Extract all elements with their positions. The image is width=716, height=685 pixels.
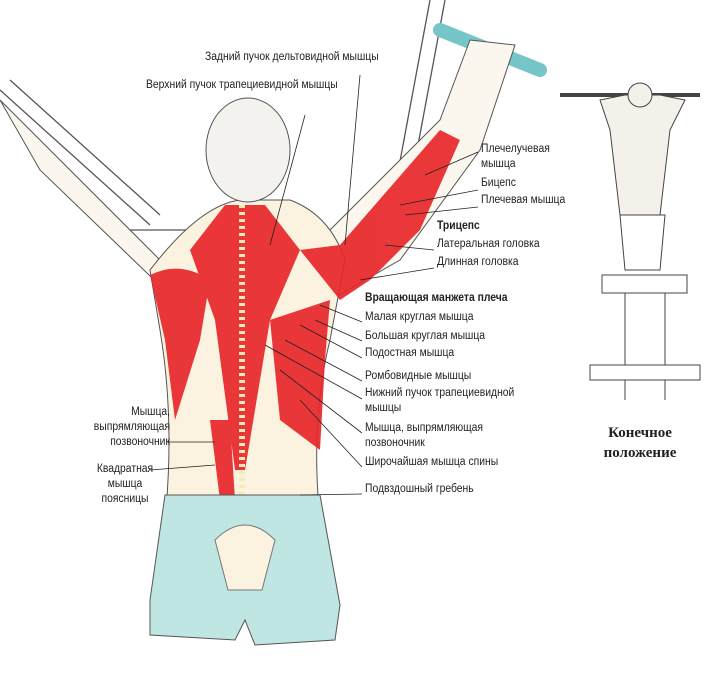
label-lower-trap-1: Нижний пучок трапециевидной <box>365 387 515 399</box>
label-brachioradialis-2: мышца <box>481 158 516 170</box>
label-quadratus-3: поясницы <box>101 493 149 505</box>
head <box>205 97 291 203</box>
label-long-head: Длинная головка <box>437 256 519 268</box>
label-erector-right-2: позвоночник <box>365 437 425 449</box>
label-brachialis: Плечевая мышца <box>481 194 566 206</box>
label-lats: Широчайшая мышца спины <box>365 456 499 468</box>
label-quadratus-2: мышца <box>107 478 143 490</box>
final-position-figure <box>560 82 701 400</box>
label-rhomboids: Ромбовидные мышцы <box>365 370 472 382</box>
caption-line-1: Конечное <box>608 425 672 441</box>
muscles <box>150 130 460 500</box>
label-quadratus-1: Квадратная <box>96 463 154 475</box>
left-arm <box>0 99 176 301</box>
label-rear-delt: Задний пучок дельтовидной мышцы <box>205 51 379 63</box>
leader-lines <box>149 74 479 496</box>
label-erector-left-1: Мышца, <box>131 406 170 418</box>
label-triceps-heading: Трицепс <box>437 220 480 232</box>
label-brachioradialis-1: Плечелучевая <box>481 143 550 155</box>
pelvis <box>214 524 276 591</box>
label-iliac-crest: Подвздошный гребень <box>365 483 474 495</box>
label-erector-right-1: Мышца, выпрямляющая <box>365 422 483 434</box>
label-erector-left-3: позвоночник <box>110 436 170 448</box>
label-lower-trap-2: мышцы <box>365 402 402 414</box>
final-position-caption: Конечное положение <box>590 423 690 463</box>
label-rotator-cuff-heading: Вращающая манжета плеча <box>365 292 508 304</box>
label-biceps: Бицепс <box>481 177 516 189</box>
label-teres-major: Большая круглая мышца <box>365 330 486 342</box>
label-lateral-head: Латеральная головка <box>437 238 540 250</box>
caption-line-2: положение <box>603 445 677 461</box>
label-teres-minor: Малая круглая мышца <box>365 311 474 323</box>
label-upper-trap: Верхний пучок трапециевидной мышцы <box>146 79 338 91</box>
label-erector-left-2: выпрямляющая <box>93 421 170 433</box>
label-infraspinatus: Подостная мышца <box>365 347 455 359</box>
